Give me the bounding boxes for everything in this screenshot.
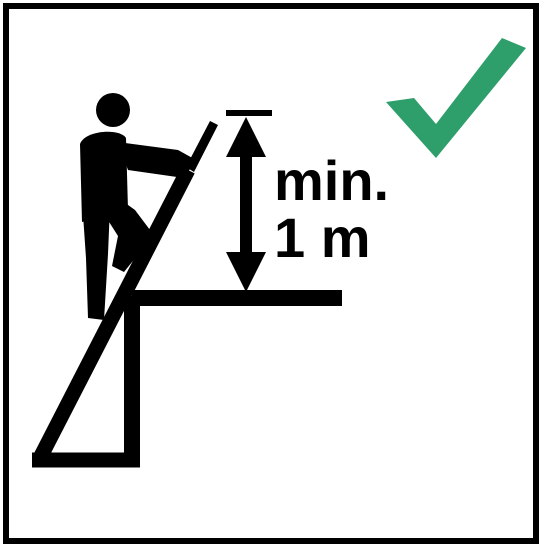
label-distance: 1 m (274, 206, 371, 269)
label-min: min. (274, 149, 389, 212)
